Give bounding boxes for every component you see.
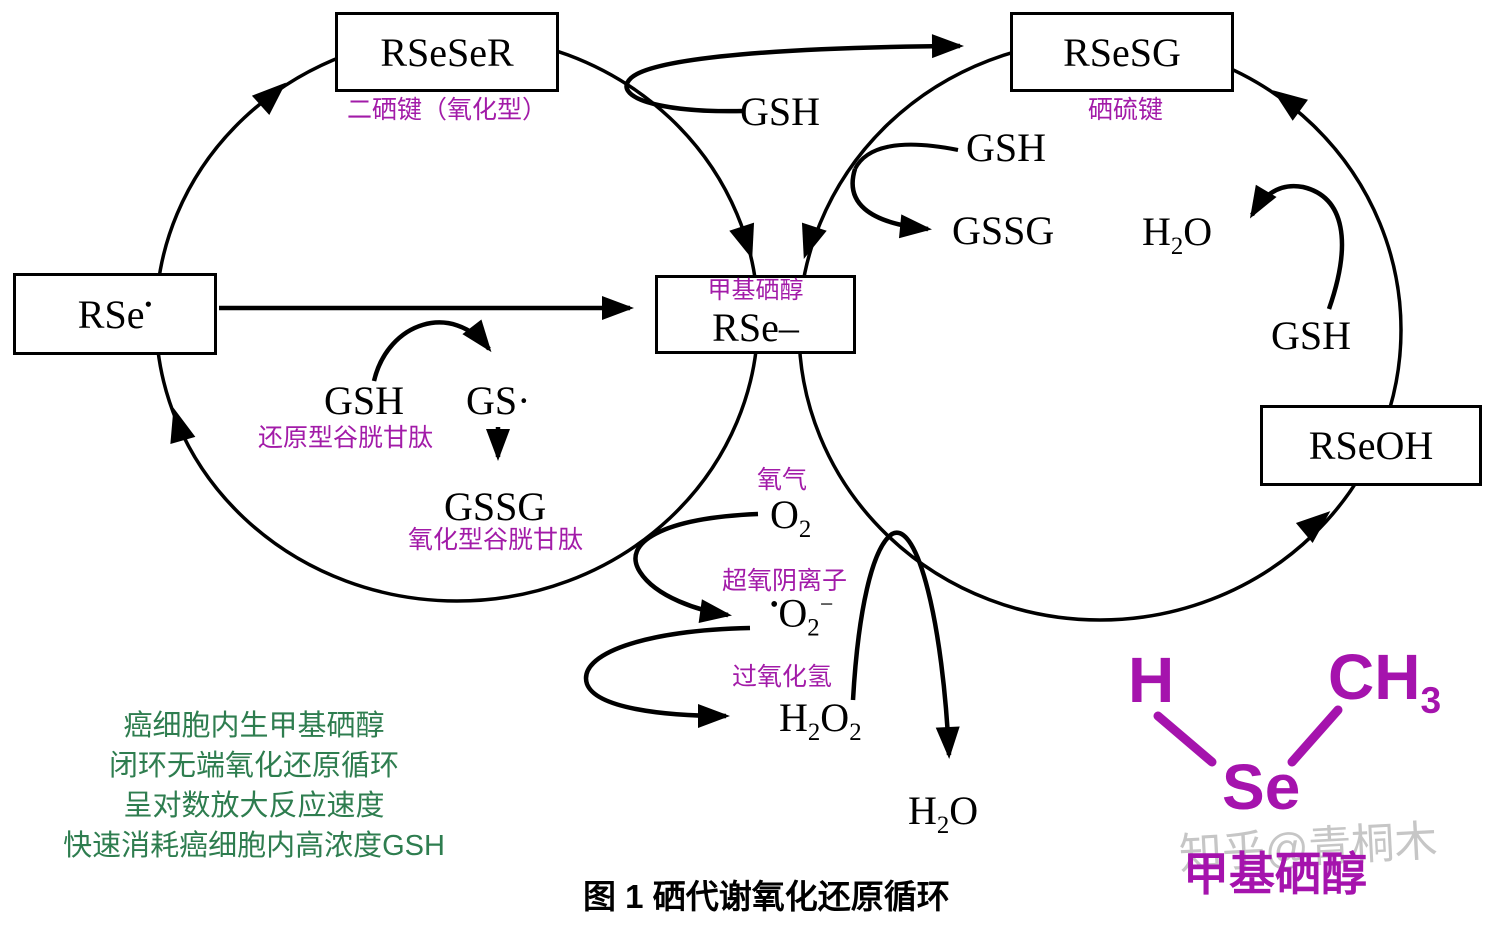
into-rseoh-arrowhead xyxy=(1295,511,1331,543)
o2-sub: 2 xyxy=(798,516,812,543)
h2o2-to-h2o-arrow xyxy=(850,530,960,759)
cycle-arrowheads xyxy=(170,82,1331,543)
gsh-far-right-label: GSH xyxy=(1271,313,1352,358)
structure-se-atom: Se xyxy=(1222,751,1301,823)
figure-caption: 图 1 硒代谢氧化还原循环 xyxy=(583,878,950,915)
structure-ch-sub: 3 xyxy=(1420,678,1442,721)
h2o-bottom-o: O xyxy=(949,788,979,833)
gsh-attach-line xyxy=(853,142,959,170)
gsh-to-h2o-arrow xyxy=(1249,183,1345,310)
rse-methyl-caption: 甲基硒醇 xyxy=(707,276,804,304)
h2o-right-sub: 2 xyxy=(1170,233,1184,260)
h2o-bottom-label: H2O xyxy=(908,791,978,839)
o2-caption: 氧气 xyxy=(757,466,808,494)
h2o2-sub1: 2 xyxy=(807,719,821,746)
h2o2-sub2: 2 xyxy=(849,719,862,746)
superoxide-caption: 超氧阴离子 xyxy=(722,567,848,595)
into-rse-left-arrowhead xyxy=(729,222,755,260)
structure-label: 甲基硒醇 xyxy=(1183,848,1367,900)
superoxide-to-h2o2-arrow xyxy=(583,625,751,728)
h2o2-label: H2O2 xyxy=(779,698,862,746)
green-note-line: 癌细胞内生甲基硒醇 xyxy=(123,710,385,742)
rse-methyl-box: 甲基硒醇 RSe– xyxy=(655,275,856,354)
structure-ch: CH xyxy=(1328,641,1421,713)
h-se-bond xyxy=(1153,711,1217,767)
gsh-right-label: GSH xyxy=(966,125,1047,170)
rseser-formula: RSeSeR xyxy=(380,29,514,75)
gsh-to-gs-radical-arrow xyxy=(371,319,492,382)
h2o2-o: O xyxy=(820,695,850,740)
superoxide-base: O xyxy=(778,590,808,636)
left-cycle-up-arrowhead xyxy=(251,82,286,116)
h2o2-caption: 过氧化氢 xyxy=(732,663,833,691)
gsh-top-label: GSH xyxy=(740,89,821,134)
rseser-box: RSeSeR xyxy=(335,12,559,92)
rseoh-formula: RSeOH xyxy=(1308,423,1434,468)
rsesg-caption: 硒硫键 xyxy=(1088,96,1164,124)
rse-methyl-formula: RSe– xyxy=(712,305,799,351)
into-rsesg-arrowhead xyxy=(1272,90,1308,121)
h2o-right-h: H xyxy=(1142,209,1171,254)
superoxide-dot: • xyxy=(770,592,779,618)
rsesg-box: RSeSG xyxy=(1010,12,1234,92)
green-note-line: 呈对数放大反应速度 xyxy=(123,790,385,822)
gsh-left-label: GSH xyxy=(324,378,405,423)
rsesg-formula: RSeSG xyxy=(1063,29,1181,75)
o2-label: O2 xyxy=(770,495,811,543)
rseoh-box: RSeOH xyxy=(1260,405,1482,486)
green-notes-block: 癌细胞内生甲基硒醇 闭环无端氧化还原循环 呈对数放大反应速度 快速消耗癌细胞内高… xyxy=(28,706,480,866)
gssg-right-label: GSSG xyxy=(952,208,1055,253)
superoxide-charge: − xyxy=(819,592,834,618)
rseser-to-rsesg-arrow xyxy=(624,34,964,114)
h2o-bottom-sub: 2 xyxy=(936,812,950,839)
superoxide-sub: 2 xyxy=(807,614,820,642)
o2-to-superoxide-arrow xyxy=(633,511,759,624)
green-note-line: 快速消耗癌细胞内高浓度GSH xyxy=(63,830,445,862)
structure-bonds xyxy=(1153,705,1343,767)
structure-ch3-group: CH3 xyxy=(1328,645,1441,719)
rse-radical-formula: RSe• xyxy=(78,291,152,338)
superoxide-label: •O2− xyxy=(770,593,833,641)
rseser-caption: 二硒键（氧化型） xyxy=(347,96,548,124)
gs-radical-label: GS· xyxy=(466,378,531,423)
rse-radical-dot: • xyxy=(144,291,153,316)
into-rse-right-arrowhead xyxy=(801,222,827,260)
h2o2-h: H xyxy=(779,695,808,740)
gssg-left-label: GSSG xyxy=(444,484,547,529)
rse-radical-box: RSe• xyxy=(13,273,217,355)
o2-base: O xyxy=(770,492,799,537)
ch3-se-bond xyxy=(1287,705,1343,767)
gsh-left-caption: 还原型谷胱甘肽 xyxy=(258,424,434,452)
left-cycle-lower-arrowhead xyxy=(170,407,196,445)
h2o-right-o: O xyxy=(1183,209,1213,254)
h2o-right-label: H2O xyxy=(1142,212,1212,260)
gssg-left-caption: 氧化型谷胱甘肽 xyxy=(408,526,584,554)
structure-h-atom: H xyxy=(1128,644,1175,716)
h2o-bottom-h: H xyxy=(908,788,937,833)
green-note-line: 闭环无端氧化还原循环 xyxy=(108,750,399,782)
gsh-to-gssg-arrow xyxy=(850,168,932,239)
rse-radical-base: RSe xyxy=(77,291,145,337)
